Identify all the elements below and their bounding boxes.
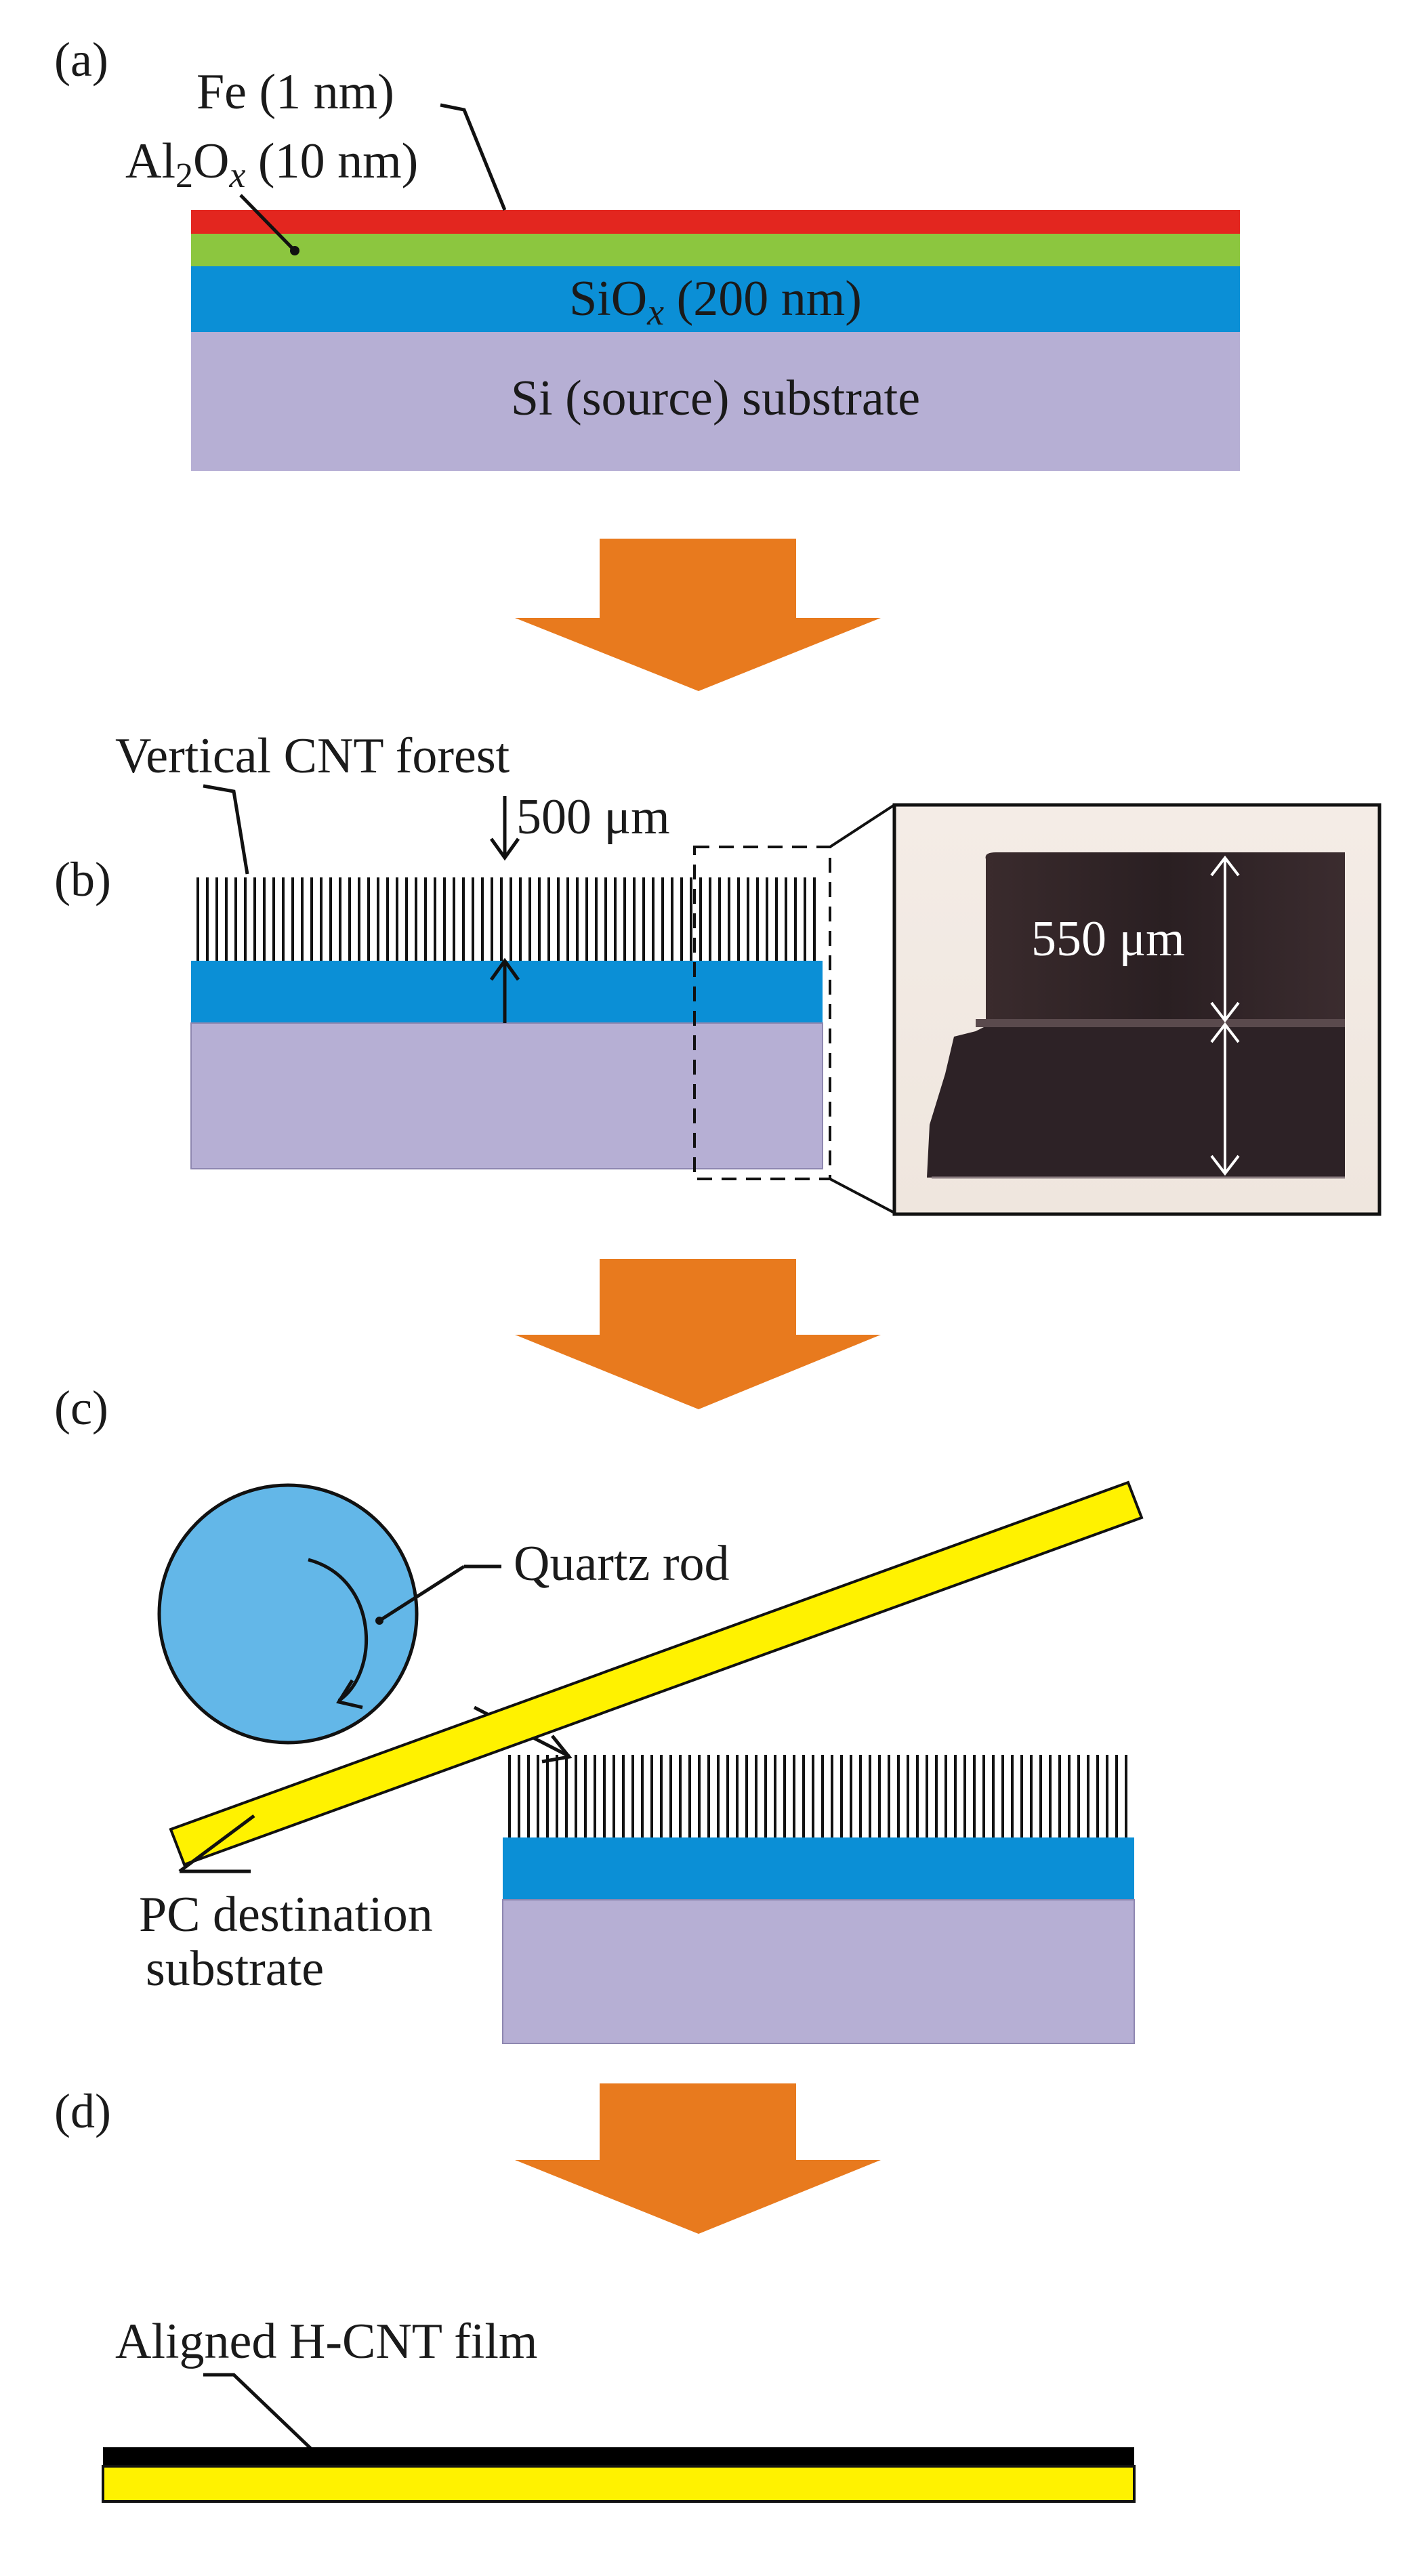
si-substrate-c: [502, 1899, 1135, 2044]
pc-substrate-d: [102, 2465, 1136, 2503]
height-arrow-top-head: [489, 837, 520, 861]
siox-label: SiOx (200 nm): [569, 271, 862, 333]
film-label: Aligned H-CNT film: [115, 2314, 537, 2369]
fe-layer: [191, 210, 1240, 234]
rod-leader-dot: [375, 1617, 383, 1625]
motion-arrow-head: [541, 1734, 573, 1764]
panel-label-a: (a): [54, 33, 108, 87]
siox-layer: [191, 266, 1240, 332]
panel-label-b: (b): [54, 852, 111, 907]
si-substrate-b: [190, 1022, 823, 1169]
rotation-arrow: [308, 1558, 368, 1703]
siox-layer-b: [191, 961, 823, 1023]
al2ox-leader-line: [239, 194, 296, 252]
process-arrow-1: [515, 539, 881, 691]
al2ox-label: Al2Ox (10 nm): [125, 133, 418, 195]
siox-layer-c: [503, 1837, 1134, 1900]
pc-label-line2: substrate: [146, 1941, 324, 1997]
forest-label: Vertical CNT forest: [115, 728, 510, 784]
fe-label: Fe (1 nm): [196, 64, 394, 120]
quartz-rod: [157, 1483, 419, 1745]
pc-leader-line: [178, 1814, 255, 1873]
aligned-hcnt-film: [103, 2447, 1134, 2466]
rod-leader-line: [378, 1564, 465, 1623]
panel-label-d: (d): [54, 2084, 111, 2138]
cnt-forest-b: [196, 877, 816, 961]
zoom-region-box: [693, 846, 831, 1180]
height-arrow-bottom-head: [489, 957, 520, 981]
quartz-rod-label: Quartz rod: [514, 1536, 729, 1592]
zoom-connector-bottom: [829, 1178, 895, 1214]
si-substrate-label: Si (source) substrate: [511, 371, 920, 426]
inset-measure-arrows: [1210, 855, 1240, 1176]
inset-micrograph: [892, 803, 1382, 1216]
pc-label-line1: PC destination: [139, 1887, 433, 1943]
rotation-arrow-head: [336, 1679, 363, 1709]
pc-destination-substrate: [169, 1480, 1144, 1867]
forest-leader-line: [203, 784, 249, 875]
panel-label-c: (c): [54, 1381, 108, 1435]
process-arrow-2: [515, 1259, 881, 1409]
film-leader-line: [203, 2373, 313, 2451]
fe-leader-line: [440, 103, 507, 211]
si-substrate-layer: [191, 332, 1240, 471]
zoom-connector-top: [829, 804, 896, 848]
cnt-forest-c: [508, 1755, 1127, 1837]
al2ox-leader-dot: [290, 246, 299, 255]
al2ox-layer: [191, 234, 1240, 266]
forest-height-label: 500 μm: [516, 789, 670, 845]
layer-stack-a: [191, 210, 1240, 471]
inset-height-label: 550 μm: [1031, 911, 1185, 967]
process-arrow-3: [515, 2083, 881, 2234]
